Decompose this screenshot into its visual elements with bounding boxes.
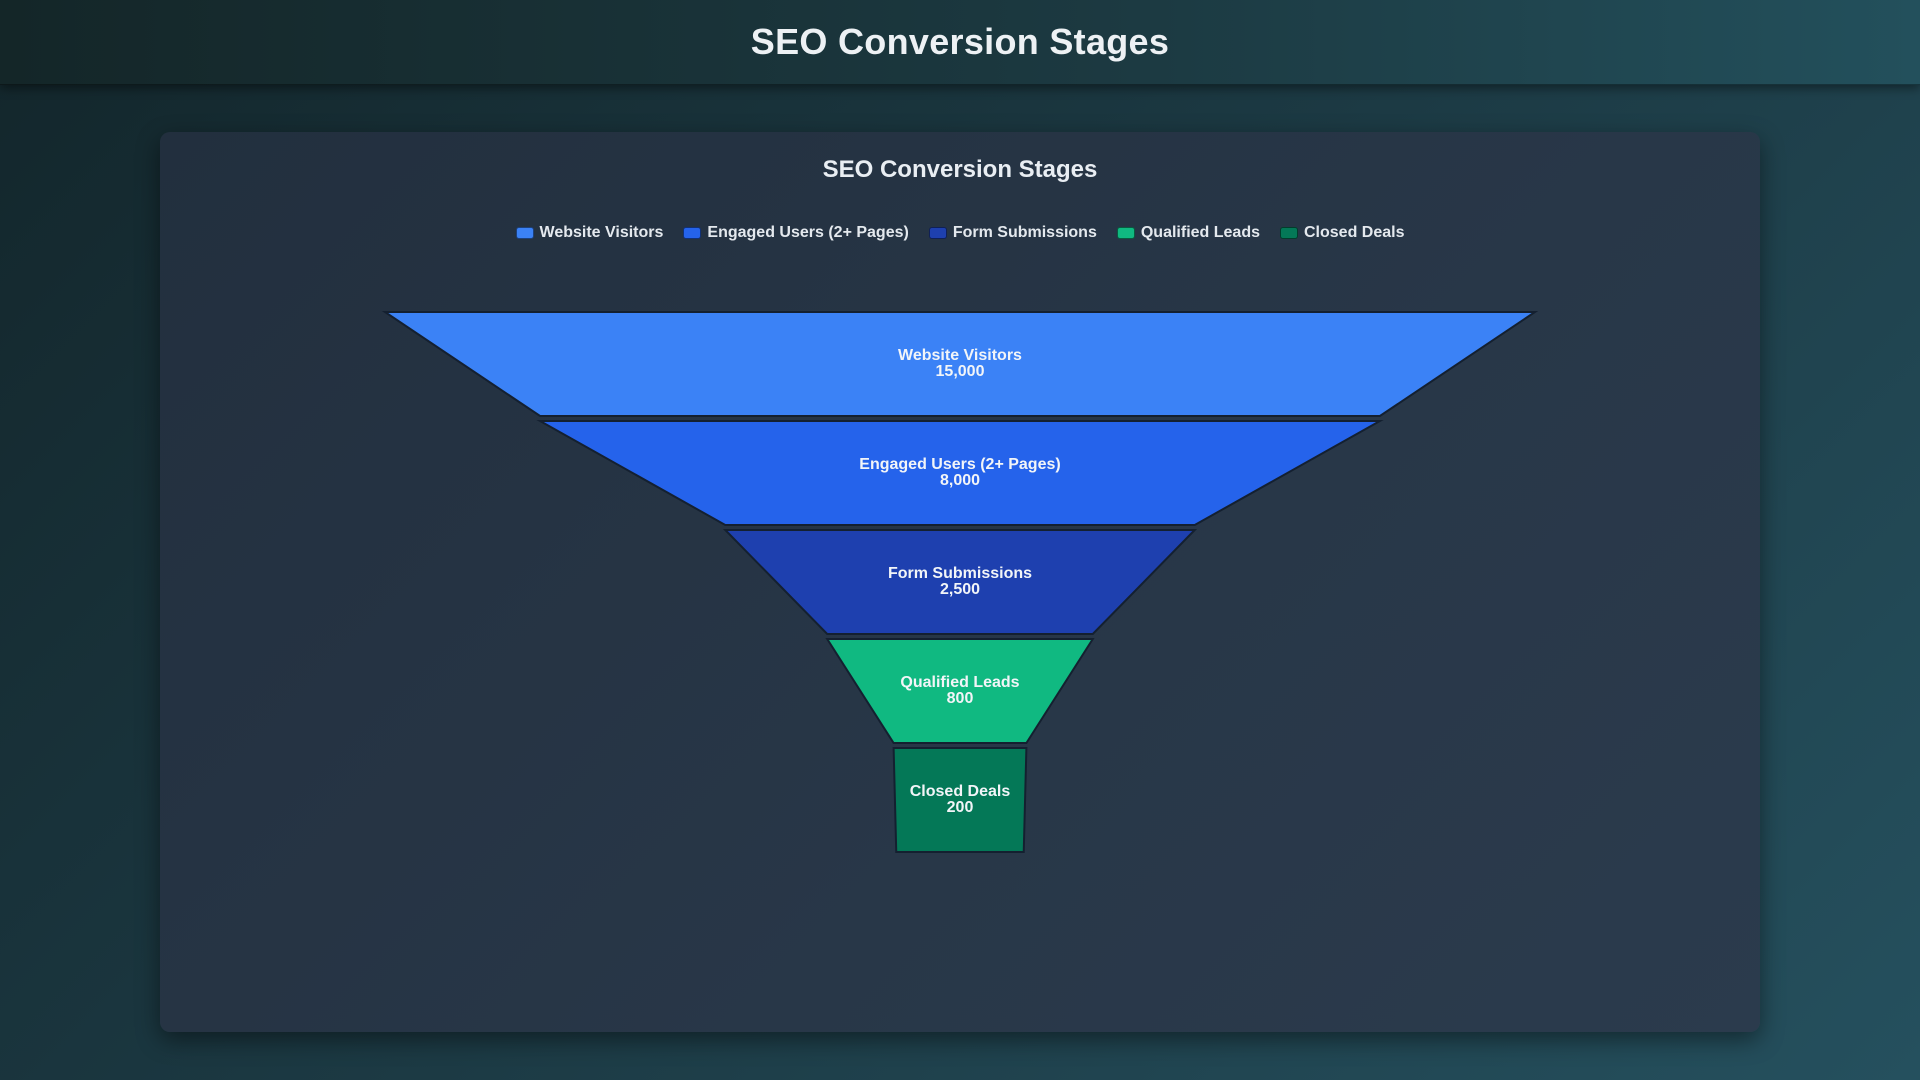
chart-title: SEO Conversion Stages — [822, 156, 1098, 183]
legend-swatch — [1280, 227, 1298, 239]
legend-item-closed-deals[interactable]: Closed Deals — [1280, 224, 1404, 242]
legend-item-form-submissions[interactable]: Form Submissions — [928, 224, 1097, 242]
segment-label: Form Submissions — [888, 565, 1032, 582]
header-bar: SEO Conversion Stages — [0, 0, 1920, 85]
segment-label: Qualified Leads — [900, 674, 1019, 691]
legend-label: Engaged Users (2+ Pages) — [707, 224, 909, 241]
legend-label: Qualified Leads — [1140, 224, 1260, 241]
legend-label: Closed Deals — [1304, 224, 1405, 241]
chart-card: SEO Conversion Stages Website Visitors E… — [160, 132, 1760, 1032]
segment-label: Engaged Users (2+ Pages) — [859, 456, 1060, 473]
legend-label: Form Submissions — [952, 224, 1097, 241]
funnel-segment-qualified-leads[interactable] — [825, 638, 1095, 744]
funnel-segment-engaged-users-2-pages[interactable] — [536, 420, 1384, 526]
legend-item-engaged-users[interactable]: Engaged Users (2+ Pages) — [683, 224, 909, 242]
segment-value: 8,000 — [940, 472, 980, 489]
page-title: SEO Conversion Stages — [750, 21, 1170, 62]
legend-item-website-visitors[interactable]: Website Visitors — [515, 224, 664, 242]
legend-swatch — [1116, 227, 1135, 239]
legend-swatch — [683, 227, 702, 239]
legend-swatch — [928, 227, 947, 239]
segment-label: Website Visitors — [898, 347, 1022, 364]
segment-value: 800 — [947, 690, 974, 707]
funnel-segment-closed-deals[interactable] — [892, 747, 1028, 853]
legend-label: Website Visitors — [539, 224, 664, 241]
segment-value: 200 — [947, 799, 974, 816]
segment-label: Closed Deals — [910, 783, 1011, 800]
legend-swatch — [515, 227, 534, 239]
funnel-segment-form-submissions[interactable] — [722, 529, 1198, 635]
legend-item-qualified-leads[interactable]: Qualified Leads — [1116, 224, 1260, 242]
segment-value: 15,000 — [936, 363, 985, 380]
funnel-segment-website-visitors[interactable] — [381, 311, 1539, 417]
segment-value: 2,500 — [940, 581, 980, 598]
chart-legend: Website Visitors Engaged Users (2+ Pages… — [160, 224, 1760, 242]
